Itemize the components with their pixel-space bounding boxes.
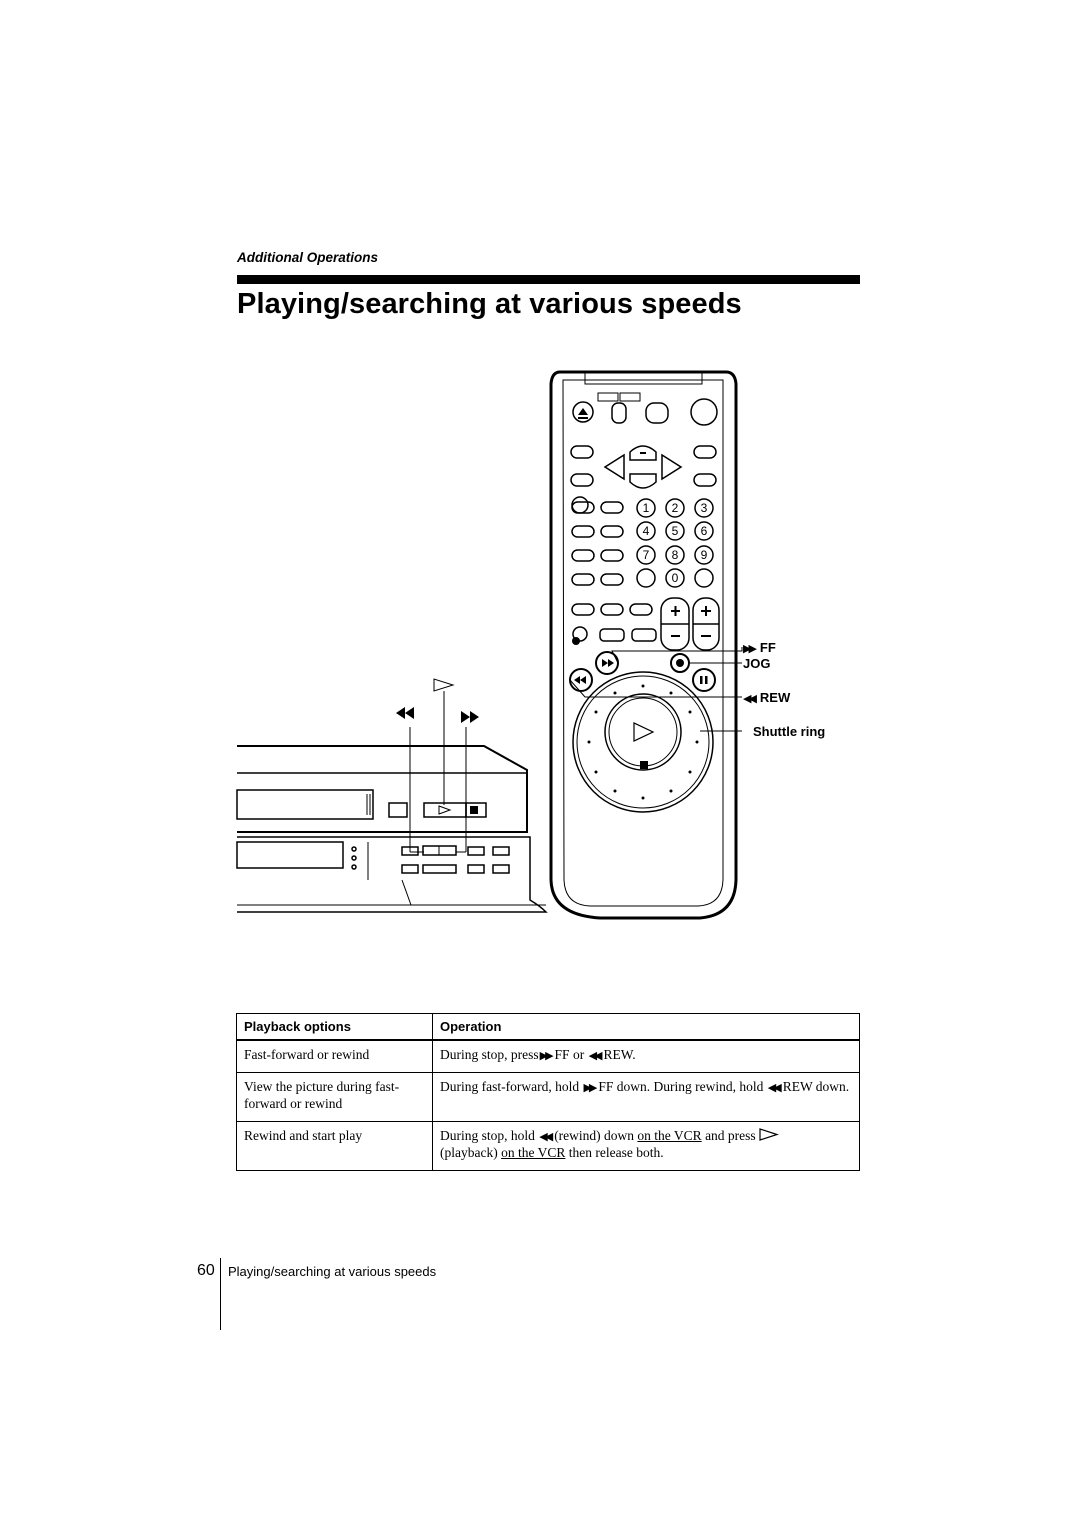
vcr-reference: on the VCR [501, 1145, 566, 1161]
play-button-icon [633, 722, 655, 742]
section-label: Additional Operations [237, 250, 379, 265]
number-key-label: 4 [643, 524, 650, 538]
ff-callout-label: ▶▶FF [743, 640, 776, 655]
play-icon [759, 1127, 779, 1141]
playback-options-table: Playback options Operation Fast-forward … [236, 1013, 860, 1171]
eject-button-icon [572, 401, 594, 423]
rew-icon: ◀◀ [539, 1129, 553, 1143]
page-number: 60 [197, 1262, 215, 1279]
table-row: Fast-forward or rewind During stop, pres… [236, 1040, 860, 1073]
stop-button-icon [640, 761, 648, 769]
rew-icon: ◀◀ [767, 1080, 782, 1094]
column-header: Operation [432, 1013, 860, 1041]
table-row: View the picture during fast-forward or … [236, 1072, 860, 1122]
vcr-and-remote-illustration: 1 2 3 4 5 6 7 8 9 0 [236, 370, 743, 920]
number-key-label: 2 [672, 501, 679, 515]
page-title: Playing/searching at various speeds [237, 288, 742, 320]
ff-icon: ▶▶ [539, 1049, 554, 1062]
operation-cell: During fast-forward, hold ▶▶FF down. Dur… [432, 1072, 860, 1122]
number-keys: 1 2 3 4 5 6 7 8 9 0 [643, 501, 708, 585]
vcr-outline [237, 745, 528, 833]
playback-option-cell: Fast-forward or rewind [236, 1040, 433, 1073]
number-key-label: 1 [643, 501, 650, 515]
remote-outline [549, 370, 738, 920]
number-key-label: 6 [701, 524, 708, 538]
title-rule [237, 275, 860, 284]
operation-cell: During stop, press▶▶FF or ◀◀REW. [432, 1040, 860, 1073]
table-header-row: Playback options Operation [236, 1013, 860, 1041]
table-row: Rewind and start play During stop, hold … [236, 1121, 860, 1171]
number-key-label: 0 [672, 571, 679, 585]
rew-icon: ◀◀ [588, 1049, 603, 1062]
footer-divider [220, 1258, 221, 1330]
playback-option-cell: Rewind and start play [236, 1121, 433, 1171]
vcr-play-button-icon [423, 802, 467, 818]
number-key-label: 3 [701, 501, 708, 515]
vcr-eject-button-icon [388, 802, 408, 818]
column-header: Playback options [236, 1013, 433, 1041]
ff-icon: ▶▶ [583, 1080, 597, 1094]
vcr-reference: on the VCR [637, 1127, 702, 1143]
playback-option-cell: View the picture during fast-forward or … [236, 1072, 433, 1122]
running-title: Playing/searching at various speeds [228, 1264, 437, 1279]
shuttle-ring-icon [572, 671, 714, 813]
number-key-label: 9 [701, 548, 708, 562]
power-button-icon [690, 398, 718, 426]
number-key-label: 7 [643, 548, 650, 562]
operation-cell: During stop, hold ◀◀(rewind) down on the… [432, 1121, 860, 1171]
number-key-label: 8 [672, 548, 679, 562]
shuttle-ring-callout-label: Shuttle ring [753, 724, 826, 739]
pause-button-icon [692, 668, 716, 692]
rew-callout-label: ◀◀REW [743, 690, 791, 705]
number-key-label: 5 [672, 524, 679, 538]
jog-callout-label: JOG [743, 656, 771, 671]
